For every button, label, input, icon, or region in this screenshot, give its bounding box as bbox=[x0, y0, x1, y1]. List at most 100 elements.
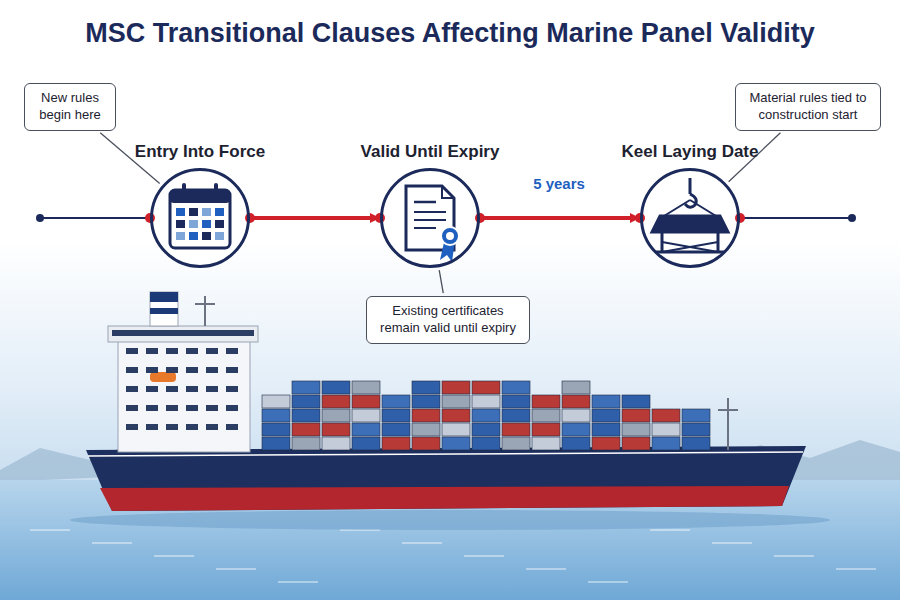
ship-window bbox=[226, 386, 238, 392]
ship-window bbox=[226, 424, 238, 430]
container bbox=[652, 423, 680, 436]
container bbox=[382, 437, 410, 450]
sky bbox=[0, 0, 900, 482]
ship-window bbox=[206, 367, 218, 373]
container bbox=[292, 409, 320, 422]
calendar-cell bbox=[202, 208, 211, 216]
container bbox=[502, 409, 530, 422]
ripple bbox=[278, 581, 318, 583]
container bbox=[562, 437, 590, 450]
container bbox=[382, 409, 410, 422]
container bbox=[682, 409, 710, 422]
container bbox=[472, 395, 500, 408]
ship-window bbox=[186, 386, 198, 392]
ship-window bbox=[126, 348, 138, 354]
timeline-circle: Keel Laying Date bbox=[640, 168, 740, 268]
container bbox=[562, 409, 590, 422]
calendar-cell bbox=[189, 220, 198, 228]
ship-window bbox=[146, 348, 158, 354]
water-ripples bbox=[30, 530, 876, 582]
ripple bbox=[526, 568, 566, 570]
container bbox=[592, 423, 620, 436]
ship-window bbox=[186, 424, 198, 430]
container bbox=[592, 437, 620, 450]
circle-fill bbox=[150, 168, 250, 268]
container bbox=[412, 423, 440, 436]
container bbox=[292, 423, 320, 436]
ship-window bbox=[186, 348, 198, 354]
ship-window bbox=[166, 405, 178, 411]
container bbox=[382, 395, 410, 408]
callout-box: Existing certificates remain valid until… bbox=[366, 296, 530, 344]
timeline-arrow bbox=[250, 216, 378, 220]
calendar-cell bbox=[189, 208, 198, 216]
container bbox=[652, 437, 680, 450]
container bbox=[532, 409, 560, 422]
container bbox=[352, 409, 380, 422]
ripple bbox=[712, 542, 752, 544]
container bbox=[322, 395, 350, 408]
container bbox=[352, 395, 380, 408]
container bbox=[652, 409, 680, 422]
timeline-highlight bbox=[480, 216, 640, 220]
container bbox=[682, 423, 710, 436]
container bbox=[292, 437, 320, 450]
container bbox=[502, 395, 530, 408]
container bbox=[262, 395, 290, 408]
ripple bbox=[216, 568, 256, 570]
container bbox=[292, 381, 320, 394]
ship-reflection bbox=[70, 510, 830, 530]
container bbox=[532, 437, 560, 450]
bridge-window bbox=[112, 330, 254, 336]
milestone-label: Entry Into Force bbox=[135, 142, 265, 162]
container bbox=[532, 395, 560, 408]
ship-window bbox=[126, 367, 138, 373]
container bbox=[322, 437, 350, 450]
timeline-end bbox=[36, 214, 44, 222]
leader-line bbox=[439, 270, 443, 293]
ripple bbox=[402, 542, 442, 544]
container bbox=[562, 395, 590, 408]
container bbox=[442, 395, 470, 408]
ripple bbox=[836, 568, 876, 570]
ship-window bbox=[186, 405, 198, 411]
container bbox=[322, 381, 350, 394]
ship-window bbox=[226, 348, 238, 354]
container bbox=[412, 395, 440, 408]
container bbox=[472, 423, 500, 436]
container bbox=[622, 423, 650, 436]
ship-window bbox=[166, 367, 178, 373]
callout-text: New rules begin here bbox=[33, 90, 107, 124]
container bbox=[352, 381, 380, 394]
ship-window bbox=[146, 424, 158, 430]
ship-window bbox=[186, 367, 198, 373]
container bbox=[472, 409, 500, 422]
container-ship bbox=[86, 292, 806, 511]
container bbox=[532, 423, 560, 436]
timeline-circle: Entry Into Force bbox=[150, 168, 250, 268]
container bbox=[502, 423, 530, 436]
milestone-label: Valid Until Expiry bbox=[361, 142, 500, 162]
diagram-title: MSC Transitional Clauses Affecting Marin… bbox=[0, 18, 900, 49]
container bbox=[622, 409, 650, 422]
timeline-circle: Valid Until Expiry bbox=[380, 168, 480, 268]
ship-window bbox=[126, 386, 138, 392]
keel-block-icon bbox=[652, 178, 728, 252]
circle-fill bbox=[380, 168, 480, 268]
ship-window bbox=[126, 405, 138, 411]
callout-text: Material rules tied to construction star… bbox=[744, 90, 872, 124]
calendar-cell bbox=[176, 220, 185, 228]
container bbox=[442, 423, 470, 436]
calendar-icon bbox=[170, 183, 230, 248]
container bbox=[472, 381, 500, 394]
calendar-cell bbox=[215, 220, 224, 228]
timeline-arrow bbox=[480, 216, 638, 220]
callout-box: New rules begin here bbox=[24, 83, 116, 131]
ripple bbox=[464, 555, 504, 557]
container bbox=[442, 409, 470, 422]
callout-text: Existing certificates remain valid until… bbox=[375, 303, 521, 337]
sea bbox=[0, 480, 900, 600]
ship-window bbox=[146, 367, 158, 373]
ship-window bbox=[226, 367, 238, 373]
ripple bbox=[588, 581, 628, 583]
